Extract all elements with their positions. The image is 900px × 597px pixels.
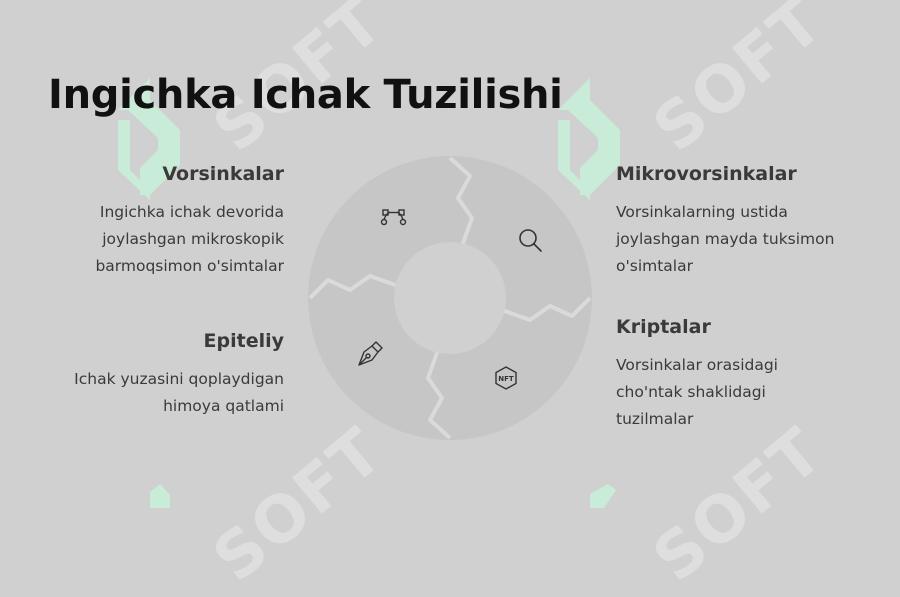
item-line: o'simtalar bbox=[616, 257, 693, 275]
watermark-text-4: SOFT bbox=[640, 414, 838, 597]
item-heading: Vorsinkalar bbox=[162, 163, 284, 185]
page-title: Ingichka Ichak Tuzilishi bbox=[48, 72, 563, 118]
magnifier-icon bbox=[519, 229, 542, 252]
svg-text:NFT: NFT bbox=[498, 375, 514, 383]
item-line: Ichak yuzasini qoplaydigan bbox=[74, 370, 284, 388]
nft-icon: NFT bbox=[495, 366, 517, 390]
item-vorsinkalar: Vorsinkalar Ingichka ichak devorida joyl… bbox=[44, 163, 284, 280]
watermark-text-2: SOFT bbox=[640, 0, 838, 167]
item-heading: Kriptalar bbox=[616, 316, 711, 338]
item-mikrovorsinkalar: Mikrovorsinkalar Vorsinkalarning ustida … bbox=[616, 163, 876, 280]
item-epiteliy: Epiteliy Ichak yuzasini qoplaydigan himo… bbox=[44, 330, 284, 420]
item-line: himoya qatlami bbox=[163, 397, 284, 415]
cycle-diagram: NFT bbox=[308, 156, 592, 440]
cycle-center bbox=[394, 242, 506, 354]
item-line: joylashgan mikroskopik bbox=[102, 230, 284, 248]
item-line: Vorsinkalar orasidagi bbox=[616, 356, 778, 374]
bezier-curve-icon bbox=[380, 209, 407, 226]
item-description: Ichak yuzasini qoplaydigan himoya qatlam… bbox=[44, 366, 284, 420]
item-line: Vorsinkalarning ustida bbox=[616, 203, 788, 221]
item-description: Vorsinkalar orasidagi cho'ntak shaklidag… bbox=[616, 352, 876, 433]
item-heading: Mikrovorsinkalar bbox=[616, 163, 797, 185]
item-description: Vorsinkalarning ustida joylashgan mayda … bbox=[616, 199, 876, 280]
item-line: Ingichka ichak devorida bbox=[99, 203, 284, 221]
cycle-separators bbox=[308, 156, 592, 440]
item-heading: Epiteliy bbox=[203, 330, 284, 352]
item-description: Ingichka ichak devorida joylashgan mikro… bbox=[44, 199, 284, 280]
item-line: barmoqsimon o'simtalar bbox=[95, 257, 284, 275]
item-kriptalar: Kriptalar Vorsinkalar orasidagi cho'ntak… bbox=[616, 316, 876, 433]
item-line: cho'ntak shaklidagi bbox=[616, 383, 766, 401]
item-line: joylashgan mayda tuksimon bbox=[616, 230, 835, 248]
item-line: tuzilmalar bbox=[616, 410, 694, 428]
pen-nib-icon bbox=[358, 341, 383, 366]
